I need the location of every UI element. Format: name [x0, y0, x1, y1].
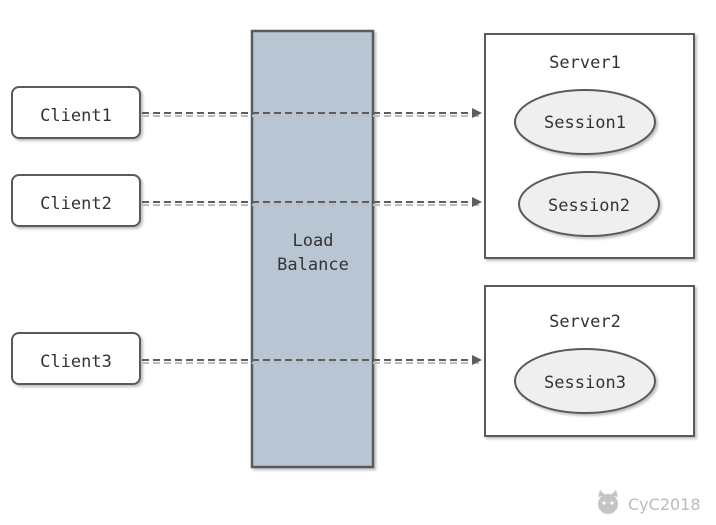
server-1-label: Server1: [549, 53, 621, 73]
client-3: Client3: [11, 332, 141, 385]
session-1-label: Session1: [544, 113, 626, 133]
session-3-label: Session3: [544, 373, 626, 393]
arrow-client3-server2: [142, 355, 482, 365]
server-2: Server2 Session3: [484, 285, 695, 437]
load-balancer-label-line1: Load: [293, 231, 334, 251]
client-1-label: Client1: [40, 106, 112, 126]
server-1: Server1 Session1 Session2: [484, 33, 695, 259]
client-2: Client2: [11, 174, 141, 227]
load-balancer-label-line2: Balance: [277, 255, 349, 275]
client-3-label: Client3: [40, 352, 112, 372]
server-2-label: Server2: [549, 312, 621, 332]
client-2-label: Client2: [40, 194, 112, 214]
arrow-client2-server1: [142, 197, 482, 207]
github-octocat-icon: [598, 490, 618, 514]
watermark-text: CyC2018: [628, 495, 701, 514]
session-2-label: Session2: [548, 196, 630, 216]
load-balancer: Load Balance: [250, 29, 375, 469]
client-1: Client1: [11, 86, 141, 139]
session-3: Session3: [514, 348, 656, 414]
arrow-client1-server1: [142, 108, 482, 118]
watermark: CyC2018: [598, 490, 701, 514]
session-2: Session2: [518, 171, 660, 237]
session-1: Session1: [514, 89, 656, 155]
